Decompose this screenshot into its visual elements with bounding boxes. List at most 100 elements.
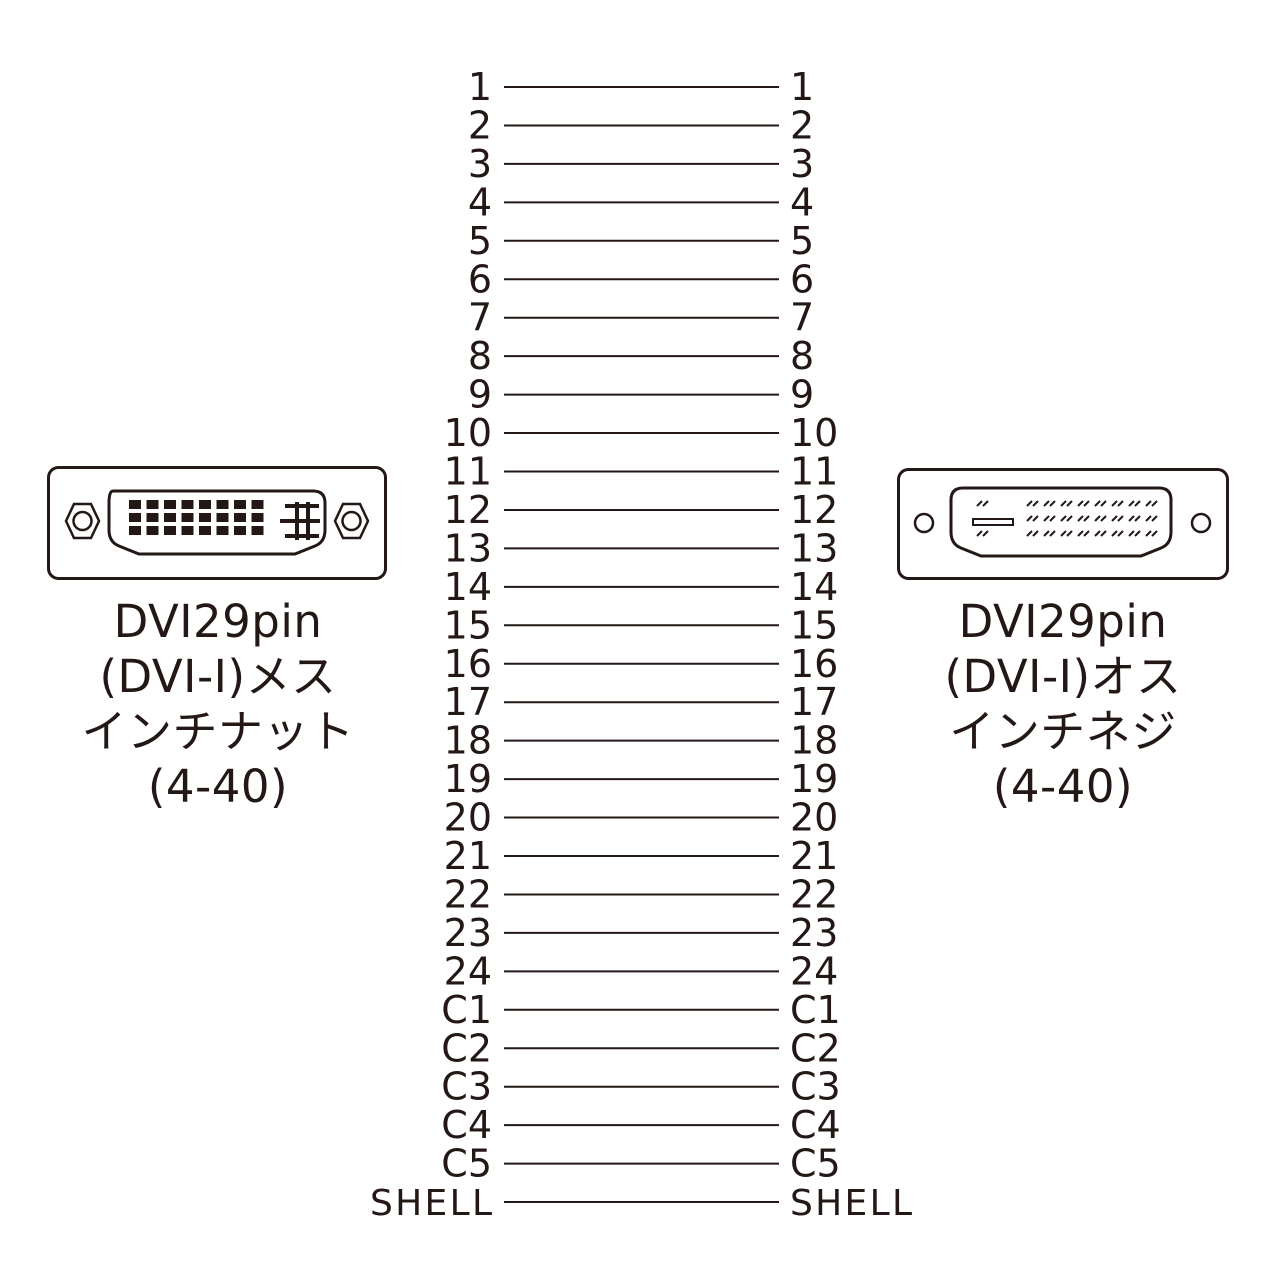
male-pin-contact [1111,500,1124,507]
pin-label-left-c1: C1 [441,988,492,1032]
female-pin-hole [216,513,229,522]
pin-label-right-c1: C1 [790,988,841,1032]
pin-label-left-c3: C3 [441,1065,492,1109]
pin-label-left-24: 24 [444,949,492,993]
female-pin-hole [216,500,229,509]
pin-label-left-10: 10 [444,411,492,455]
dvi-female-connector-icon [47,466,387,580]
female-pin-hole [199,513,211,522]
male-pin-contact [1094,500,1107,507]
male-pin-contact [976,530,989,537]
male-pin-contact [1060,530,1073,537]
female-pin-hole [251,500,264,509]
pin-label-left-7: 7 [468,296,492,340]
male-pin-contact [976,500,989,507]
dvi-socket-shell [107,489,327,556]
pin-label-right-22: 22 [790,872,838,916]
pin-label-left-4: 4 [468,180,492,224]
male-pin-contact [1145,530,1158,537]
female-pin-hole [234,500,246,509]
pin-label-left-2: 2 [468,103,492,147]
pin-label-left-6: 6 [468,257,492,301]
male-pin-contact [1145,500,1158,507]
right-caption-line-3: インチネジ [949,705,1177,758]
hex-nut-right-icon [333,502,370,540]
pin-label-left-c5: C5 [441,1142,492,1186]
male-pin-contact [1145,515,1158,522]
pin-label-right-11: 11 [790,450,838,494]
female-pin-hole [129,526,141,535]
female-pin-hole [199,526,211,535]
male-pin-contact [1060,500,1073,507]
pin-label-right-9: 9 [790,373,814,417]
female-pin-hole [181,500,194,509]
pin-label-left-19: 19 [444,757,492,801]
screw-left-icon [913,512,935,534]
pin-label-left-5: 5 [468,219,492,263]
male-pin-contacts [976,500,1158,537]
male-pin-contact [1043,500,1056,507]
pin-label-right-5: 5 [790,219,814,263]
pin-label-left-c4: C4 [441,1103,492,1147]
pin-label-right-17: 17 [790,680,838,724]
female-pin-hole [164,500,176,509]
male-pin-contact [1026,530,1039,537]
male-pin-contact [1111,530,1124,537]
female-pin-holes [129,500,264,535]
female-pin-hole [251,526,264,535]
male-pin-contact [1026,515,1039,522]
pin-label-right-18: 18 [790,719,838,763]
male-flat-blade [972,518,1014,526]
pin-label-left-shell: SHELL [370,1183,492,1224]
hex-nut-left-icon [64,502,101,540]
male-pin-contact [1111,515,1124,522]
pin-label-left-21: 21 [444,834,492,878]
female-pin-hole [129,513,141,522]
pin-label-left-12: 12 [444,488,492,532]
female-pin-hole [129,500,141,509]
female-pin-hole [146,513,159,522]
male-pin-contact [1077,500,1090,507]
pin-label-left-18: 18 [444,719,492,763]
male-pin-contact [1128,500,1141,507]
male-pin-contact [1026,500,1039,507]
pin-label-right-6: 6 [790,257,814,301]
female-pin-hole [234,513,246,522]
pin-label-left-23: 23 [444,911,492,955]
left-caption-line-3: インチナット [81,705,355,758]
pin-label-right-8: 8 [790,334,814,378]
pin-label-right-16: 16 [790,642,838,686]
pin-label-right-20: 20 [790,796,838,840]
pin-label-right-13: 13 [790,526,838,570]
pin-label-right-c3: C3 [790,1065,841,1109]
female-pin-hole [146,500,159,509]
pin-label-right-15: 15 [790,603,838,647]
female-pin-hole [146,526,159,535]
dvi-plug-shell [949,486,1173,558]
female-pin-hole [199,500,211,509]
male-pin-contact [1077,530,1090,537]
pin-label-left-17: 17 [444,680,492,724]
left-caption-line-1: DVI29pin [113,595,323,648]
right-caption-line-4: (4-40) [992,760,1134,813]
pin-label-right-14: 14 [790,565,838,609]
pin-label-right-c5: C5 [790,1142,841,1186]
female-pin-hole [216,526,229,535]
male-pin-contact [1128,515,1141,522]
pin-label-left-14: 14 [444,565,492,609]
pin-label-left-13: 13 [444,526,492,570]
pin-label-left-16: 16 [444,642,492,686]
right-connector-caption: DVI29pin (DVI-I)オス インチネジ (4-40) [843,594,1280,814]
female-pin-hole [181,513,194,522]
pin-label-right-shell: SHELL [790,1183,912,1224]
pin-label-left-c2: C2 [441,1026,492,1070]
pin-label-left-1: 1 [468,65,492,109]
female-pin-hole [164,513,176,522]
right-caption-line-2: (DVI-I)オス [944,650,1182,703]
left-caption-line-2: (DVI-I)メス [99,650,337,703]
pin-label-right-10: 10 [790,411,838,455]
female-pin-hole [164,526,176,535]
left-connector-caption: DVI29pin (DVI-I)メス インチナット (4-40) [0,594,438,814]
male-pin-contact [1060,515,1073,522]
pin-label-right-23: 23 [790,911,838,955]
